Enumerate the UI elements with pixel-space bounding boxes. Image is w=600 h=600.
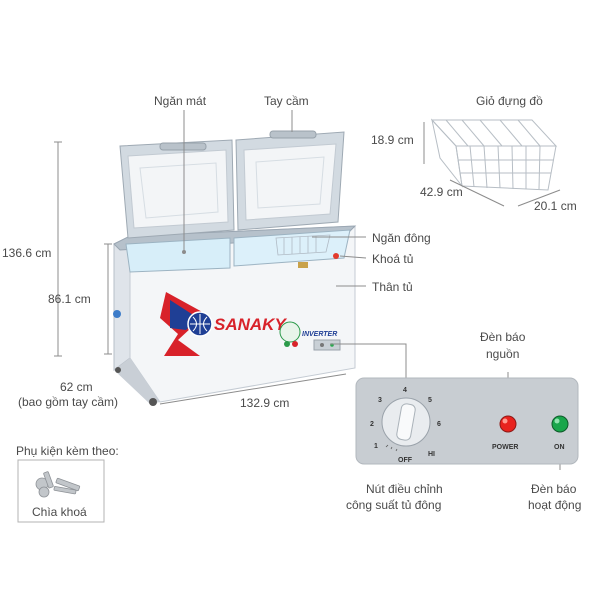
dial-num-1: 1 <box>374 443 378 450</box>
power-light-label-1: Đèn báo <box>480 330 526 344</box>
power-light-label-2: nguồn <box>486 347 520 361</box>
dial-hi: HI <box>428 451 435 458</box>
knob-label-1: Nút điều chỉnh <box>366 482 443 496</box>
knob-label-2: công suất tủ đông <box>346 498 442 512</box>
body-height-dimension <box>104 243 112 355</box>
body-height: 86.1 cm <box>48 292 91 306</box>
dial-num-6: 6 <box>437 421 441 428</box>
accessories-box <box>17 459 105 523</box>
brand-name: SANAKY <box>214 315 287 334</box>
label-fresh-compartment: Ngăn mát <box>154 94 207 108</box>
label-basket: Giỏ đựng đồ <box>476 94 543 108</box>
on-light-icon <box>551 415 569 433</box>
inverter-text: INVERTER <box>302 331 337 338</box>
fresh-lid <box>119 139 235 239</box>
total-height: 136.6 cm <box>2 246 52 260</box>
active-light-label-2: hoạt động <box>528 498 582 512</box>
label-handle: Tay cầm <box>264 94 309 108</box>
label-body: Thân tủ <box>372 280 413 294</box>
basket-height: 18.9 cm <box>371 133 414 147</box>
power-light-icon <box>499 415 517 433</box>
accessories-title: Phụ kiện kèm theo: <box>16 444 119 458</box>
active-light-label-1: Đèn báo <box>531 482 577 496</box>
width-dimension <box>159 373 347 405</box>
sanaky-logo: SANAKY <box>160 292 287 356</box>
label-freezer-compartment: Ngăn đông <box>372 231 431 245</box>
control-panel: 1 2 3 4 5 6 OFF HI POWER ON <box>355 377 579 465</box>
leader-lock <box>339 255 367 259</box>
on-text: ON <box>554 444 565 451</box>
key-icon <box>35 471 81 498</box>
freezer-lid <box>235 131 345 231</box>
key-label: Chìa khoá <box>32 505 87 519</box>
label-lock: Khoá tủ <box>372 252 414 266</box>
dial-off: OFF <box>398 457 413 464</box>
dial-num-3: 3 <box>378 397 382 404</box>
basket-length: 42.9 cm <box>420 185 463 199</box>
dial-num-2: 2 <box>370 421 374 428</box>
dial-num-4: 4 <box>403 387 407 394</box>
width-dimension-label: 132.9 cm <box>240 396 290 410</box>
total-height-dimension <box>54 141 62 357</box>
inverter-badge: INVERTER <box>279 321 337 347</box>
basket-width: 20.1 cm <box>534 199 577 213</box>
depth-line1: 62 cm <box>60 380 93 394</box>
depth-line2: (bao gồm tay cầm) <box>18 395 119 409</box>
basket-illustration <box>430 118 558 191</box>
handle-icon <box>269 130 317 139</box>
freezer-body <box>113 225 357 406</box>
dial-num-5: 5 <box>428 397 432 404</box>
lock-icon <box>298 262 308 268</box>
power-text: POWER <box>492 444 518 451</box>
